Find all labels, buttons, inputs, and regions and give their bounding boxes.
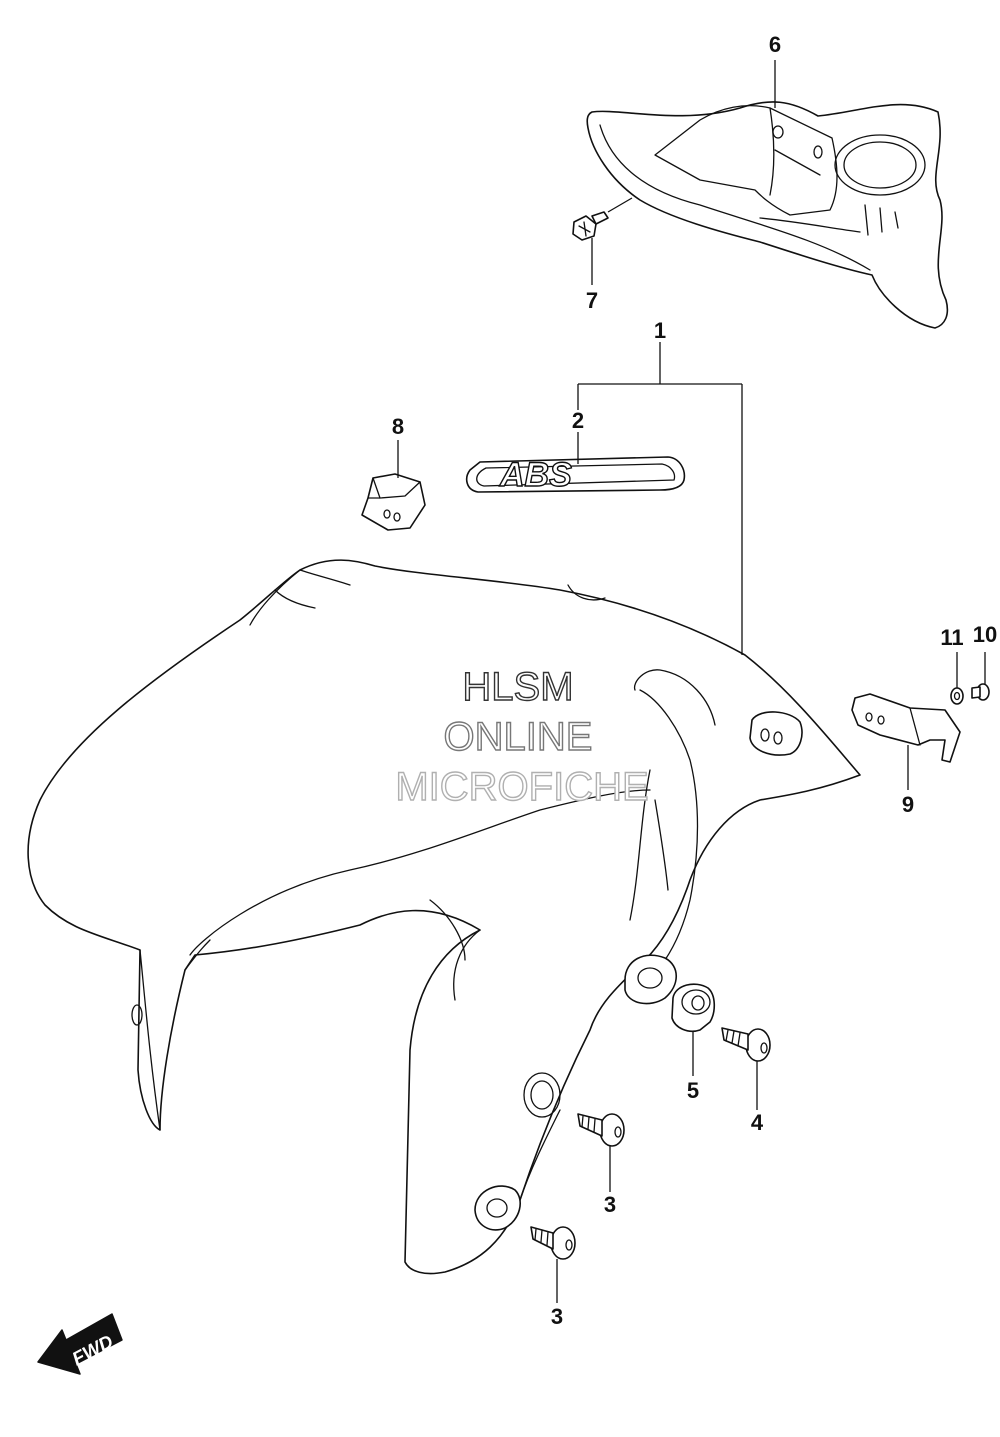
grommet-5[interactable]: [671, 983, 716, 1033]
callout-11: 11: [940, 625, 963, 650]
callout-2: 2: [572, 408, 584, 433]
leader-lines: [397, 60, 986, 1303]
bolt-3-upper[interactable]: [577, 1113, 625, 1147]
bracket-9[interactable]: [851, 693, 961, 763]
bracket-8[interactable]: [361, 473, 426, 531]
watermark: HLSM ONLINE MICROFICHE: [395, 664, 650, 809]
callout-3-upper: 3: [604, 1192, 616, 1217]
callout-3-lower: 3: [551, 1304, 563, 1329]
callout-5: 5: [687, 1078, 699, 1103]
watermark-line-3: MICROFICHE: [395, 765, 648, 809]
front-fender-part[interactable]: [27, 559, 861, 1275]
callout-labels: 6 7 1 2 8 11 10 9 5 4 3 3: [392, 32, 997, 1329]
screw-7[interactable]: [572, 197, 633, 241]
inner-cover-part[interactable]: [586, 101, 949, 329]
bolt-10[interactable]: [971, 683, 990, 701]
fwd-arrow-icon: FWD: [37, 1313, 123, 1375]
callout-9: 9: [902, 792, 914, 817]
bolt-4[interactable]: [721, 1027, 771, 1062]
callout-10: 10: [973, 622, 997, 647]
abs-emblem-part[interactable]: ABS: [465, 455, 686, 495]
callout-8: 8: [392, 414, 404, 439]
callout-1: 1: [654, 318, 666, 343]
watermark-line-2: ONLINE: [444, 715, 593, 759]
callout-7: 7: [586, 288, 598, 313]
callout-4: 4: [751, 1110, 764, 1135]
washer-11[interactable]: [950, 687, 964, 705]
abs-emblem-text: ABS: [499, 456, 572, 494]
callout-6: 6: [769, 32, 781, 57]
watermark-line-1: HLSM: [462, 665, 573, 709]
bolt-3-lower[interactable]: [530, 1226, 576, 1260]
